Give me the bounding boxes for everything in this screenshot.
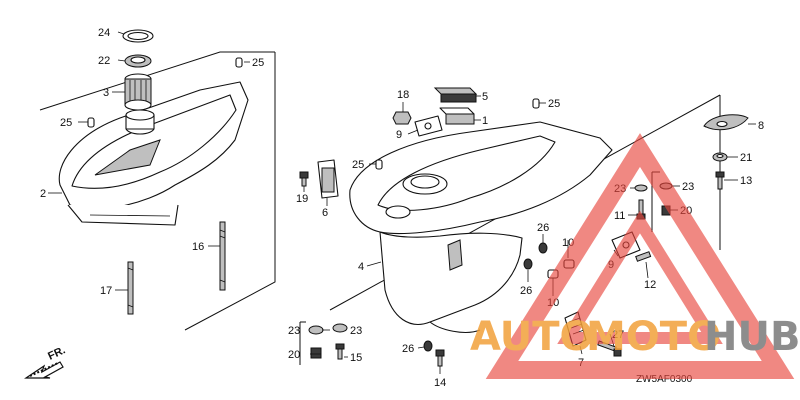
washer-part-26-b — [523, 258, 533, 270]
callout-23-d: 23 — [350, 325, 362, 337]
callout-11: 11 — [614, 210, 625, 222]
washer-part-26-c — [423, 340, 433, 352]
callout-23-b: 23 — [682, 181, 694, 193]
callout-20-b: 20 — [288, 349, 300, 361]
bolt-part-12 — [635, 251, 652, 262]
callout-26-c: 26 — [402, 343, 414, 355]
callout-13: 13 — [740, 175, 752, 187]
callout-25-c: 25 — [548, 98, 560, 110]
callout-12: 12 — [644, 279, 656, 291]
rubber-block-part-5 — [433, 87, 478, 103]
callout-2: 2 — [40, 188, 46, 200]
rubber-mount-part-1 — [439, 107, 475, 125]
nut-part-18 — [392, 111, 412, 125]
bolt-part-13 — [715, 171, 725, 190]
callout-16: 16 — [192, 241, 204, 253]
callout-25-d: 25 — [352, 159, 364, 171]
callout-21: 21 — [740, 152, 752, 164]
gear-case-part-2 — [58, 81, 249, 226]
bolt-part-15 — [335, 343, 345, 360]
front-label: FR. — [46, 344, 67, 362]
callout-22: 22 — [98, 55, 110, 67]
washer-part-23-bottom-a — [308, 325, 324, 335]
callout-6: 6 — [322, 207, 328, 219]
watermark-hub: HUB — [704, 314, 800, 360]
callout-18: 18 — [397, 89, 409, 101]
anode-part-8 — [703, 114, 749, 131]
callout-26-b: 26 — [520, 285, 532, 297]
front-direction-indicator: FR. — [24, 344, 67, 379]
left-frame — [39, 51, 276, 331]
callout-19: 19 — [296, 193, 308, 205]
callout-9-a: 9 — [396, 129, 402, 141]
callout-4: 4 — [358, 261, 364, 273]
circlip-part-24 — [122, 29, 154, 43]
nut-part-20-bottom — [310, 347, 322, 359]
bolt-part-14 — [435, 349, 445, 367]
callout-26-a: 26 — [537, 222, 549, 234]
stud-part-16 — [219, 221, 226, 291]
callout-1: 1 — [482, 115, 488, 127]
watermark-moto: MOTO — [586, 314, 721, 360]
washer-part-21 — [712, 152, 728, 162]
warning-triangle-logo — [485, 133, 795, 379]
washer-part-23-right-a — [634, 184, 648, 192]
screw-part-19 — [299, 171, 309, 187]
washer-part-26-a — [538, 242, 548, 254]
seal-part-22 — [124, 54, 152, 68]
bearing-part-3 — [124, 73, 152, 111]
plate-part-9-upper — [414, 115, 443, 137]
stud-part-17 — [127, 261, 134, 315]
callout-3: 3 — [103, 87, 109, 99]
callout-25-b: 25 — [60, 117, 72, 129]
callout-15: 15 — [350, 352, 362, 364]
watermark-auto: AUTO — [470, 314, 594, 360]
automotohub-watermark: AUTO MOTO HUB — [470, 133, 800, 379]
callout-24: 24 — [98, 27, 110, 39]
callout-23-c: 23 — [288, 325, 300, 337]
callout-25-a: 25 — [252, 57, 264, 69]
callout-14: 14 — [434, 377, 446, 389]
grille-part-6 — [317, 159, 339, 199]
lower-gear-case-part-4 — [349, 121, 613, 333]
diagram-code: ZW5AF0300 — [636, 374, 693, 385]
callout-17: 17 — [100, 285, 112, 297]
dowel-pins-part-25-left — [87, 57, 243, 128]
washer-part-23-bottom-b — [332, 323, 348, 333]
callout-8: 8 — [758, 120, 764, 132]
callout-5: 5 — [482, 91, 488, 103]
dowel-pins-part-25-right — [375, 98, 540, 170]
